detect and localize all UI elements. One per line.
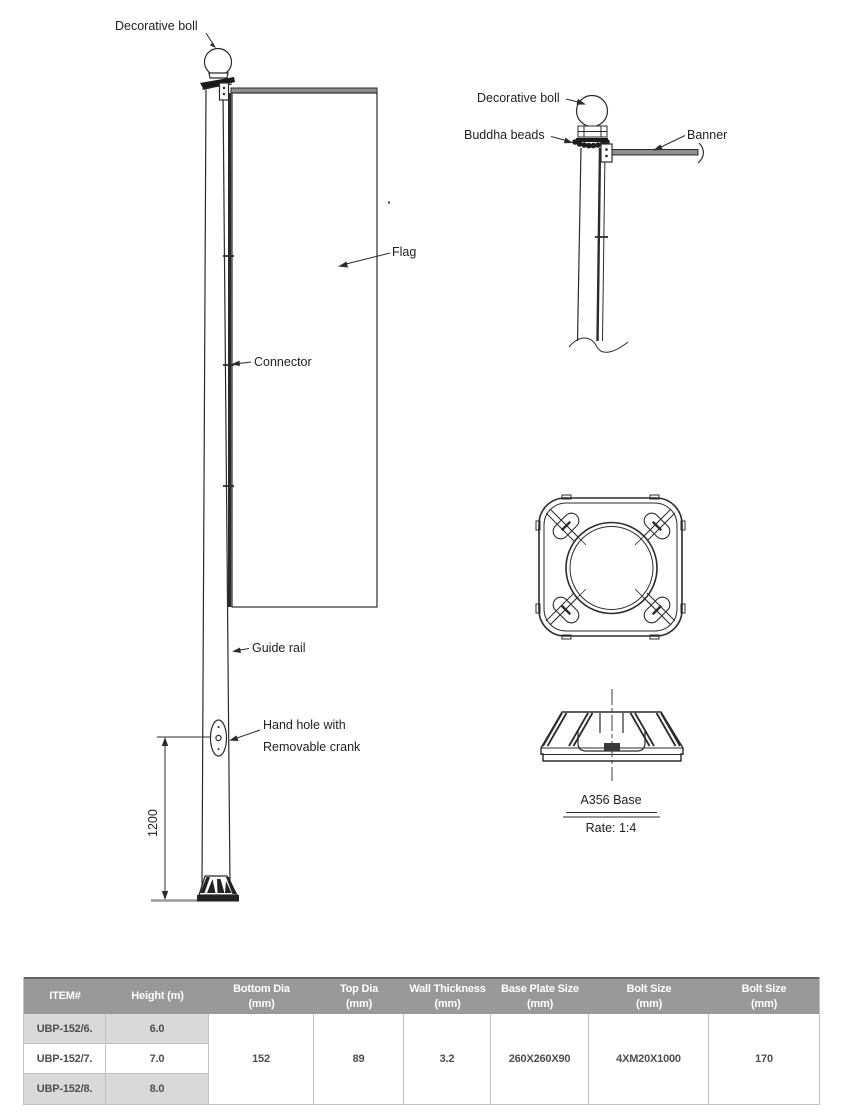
dimension-1200 bbox=[157, 736, 211, 900]
col-header-bottom-dia: Bottom Dia (mm) bbox=[209, 977, 314, 1014]
cell-base-plate-size: 260X260X90 bbox=[491, 1014, 589, 1104]
cell-bolt-size-2: 170 bbox=[709, 1014, 819, 1104]
label-base-title: A356 Base bbox=[580, 793, 642, 807]
label-buddha-beads: Buddha beads bbox=[464, 128, 545, 142]
leader-lines-left bbox=[205, 32, 391, 741]
leader-lines-detail bbox=[550, 98, 686, 151]
pole-base bbox=[197, 875, 239, 902]
col-header-height: Height (m) bbox=[106, 977, 209, 1014]
cell-item-3: UBP-152/8. bbox=[24, 1074, 106, 1104]
label-connector: Connector bbox=[254, 355, 312, 369]
pole-outline bbox=[201, 89, 231, 887]
col-header-wall-thickness: Wall Thickness (mm) bbox=[404, 977, 491, 1014]
cell-item-2: UBP-152/7. bbox=[24, 1044, 106, 1074]
pole-top-detail-view bbox=[550, 94, 704, 353]
guide-rail-strip bbox=[228, 93, 232, 607]
label-hand-hole-line1: Hand hole with bbox=[263, 718, 346, 732]
cell-wall-thickness: 3.2 bbox=[404, 1014, 491, 1104]
label-decorative-boll-detail: Decorative boll bbox=[477, 91, 560, 105]
label-decorative-boll: Decorative boll bbox=[115, 19, 198, 33]
label-flag: Flag bbox=[392, 245, 417, 259]
base-side-view bbox=[540, 689, 684, 818]
col-header-bolt-size-2: Bolt Size (mm) bbox=[709, 977, 819, 1014]
cell-height-3: 8.0 bbox=[106, 1074, 209, 1104]
cell-height-2: 7.0 bbox=[106, 1044, 209, 1074]
cell-height-1: 6.0 bbox=[106, 1014, 209, 1044]
col-header-base-plate-size: Base Plate Size (mm) bbox=[491, 977, 589, 1014]
cell-bolt-size: 4XM20X1000 bbox=[589, 1014, 709, 1104]
base-plate-top-view bbox=[535, 494, 686, 640]
col-header-item: ITEM# bbox=[24, 977, 106, 1014]
banner-break-mark bbox=[697, 142, 704, 164]
cell-item-1: UBP-152/6. bbox=[24, 1014, 106, 1044]
cell-bottom-dia: 152 bbox=[209, 1014, 314, 1104]
spec-table: ITEM# Height (m) Bottom Dia (mm) Top Dia… bbox=[23, 977, 820, 1105]
label-banner: Banner bbox=[687, 128, 728, 142]
cell-top-dia: 89 bbox=[314, 1014, 404, 1104]
flag-shape bbox=[231, 92, 378, 608]
ribs-side-view bbox=[542, 712, 681, 747]
ribs-top-view bbox=[545, 508, 676, 626]
label-guide-rail: Guide rail bbox=[252, 641, 306, 655]
flag-top-bar bbox=[230, 87, 378, 94]
technical-drawing bbox=[151, 32, 704, 902]
hand-hole bbox=[209, 719, 228, 757]
break-line bbox=[568, 337, 629, 353]
col-header-bolt-size: Bolt Size (mm) bbox=[589, 977, 709, 1014]
buddha-beads-shape bbox=[572, 138, 610, 149]
edge-tabs bbox=[535, 494, 686, 640]
col-header-top-dia: Top Dia (mm) bbox=[314, 977, 404, 1014]
ball-top bbox=[203, 47, 233, 77]
flagpole-front-view bbox=[151, 32, 391, 902]
label-hand-hole-line2: Removable crank bbox=[263, 740, 361, 754]
label-dimension-1200: 1200 bbox=[146, 809, 160, 837]
label-base-scale: Rate: 1:4 bbox=[585, 821, 637, 835]
ball-top-detail bbox=[575, 94, 609, 128]
